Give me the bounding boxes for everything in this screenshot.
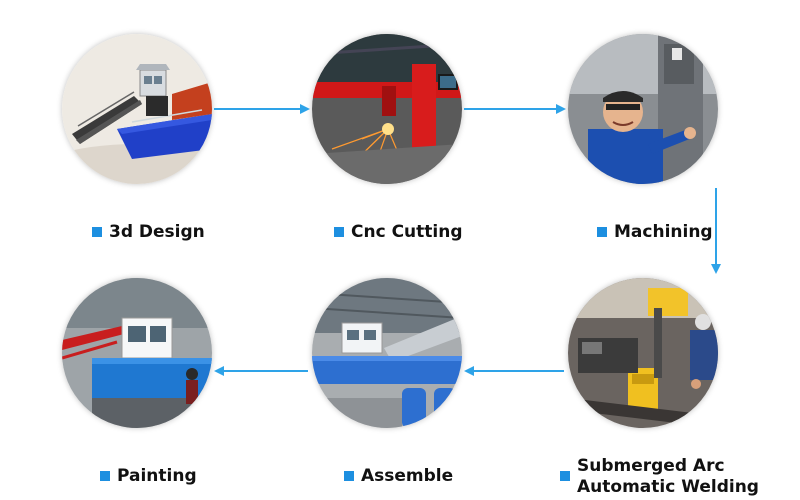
stage-cnc-cutting-image (312, 34, 462, 184)
stage-label-welding: Submerged Arc Automatic Welding (560, 456, 759, 498)
stage-label-machining: Machining (597, 222, 713, 243)
stage-label-painting: Painting (100, 466, 197, 487)
square-bullet-icon (344, 471, 354, 481)
stage-label-assemble: Assemble (344, 466, 453, 487)
stage-label-cnc-cutting: Cnc Cutting (334, 222, 463, 243)
stage-3d-design-image (62, 34, 212, 184)
square-bullet-icon (92, 227, 102, 237)
stage-welding-image (568, 278, 718, 428)
stage-machining-image (568, 34, 718, 184)
square-bullet-icon (100, 471, 110, 481)
stage-label-3d-design: 3d Design (92, 222, 205, 243)
square-bullet-icon (597, 227, 607, 237)
square-bullet-icon (334, 227, 344, 237)
square-bullet-icon (560, 471, 570, 481)
stage-painting-image (62, 278, 212, 428)
stage-assemble-image (312, 278, 462, 428)
